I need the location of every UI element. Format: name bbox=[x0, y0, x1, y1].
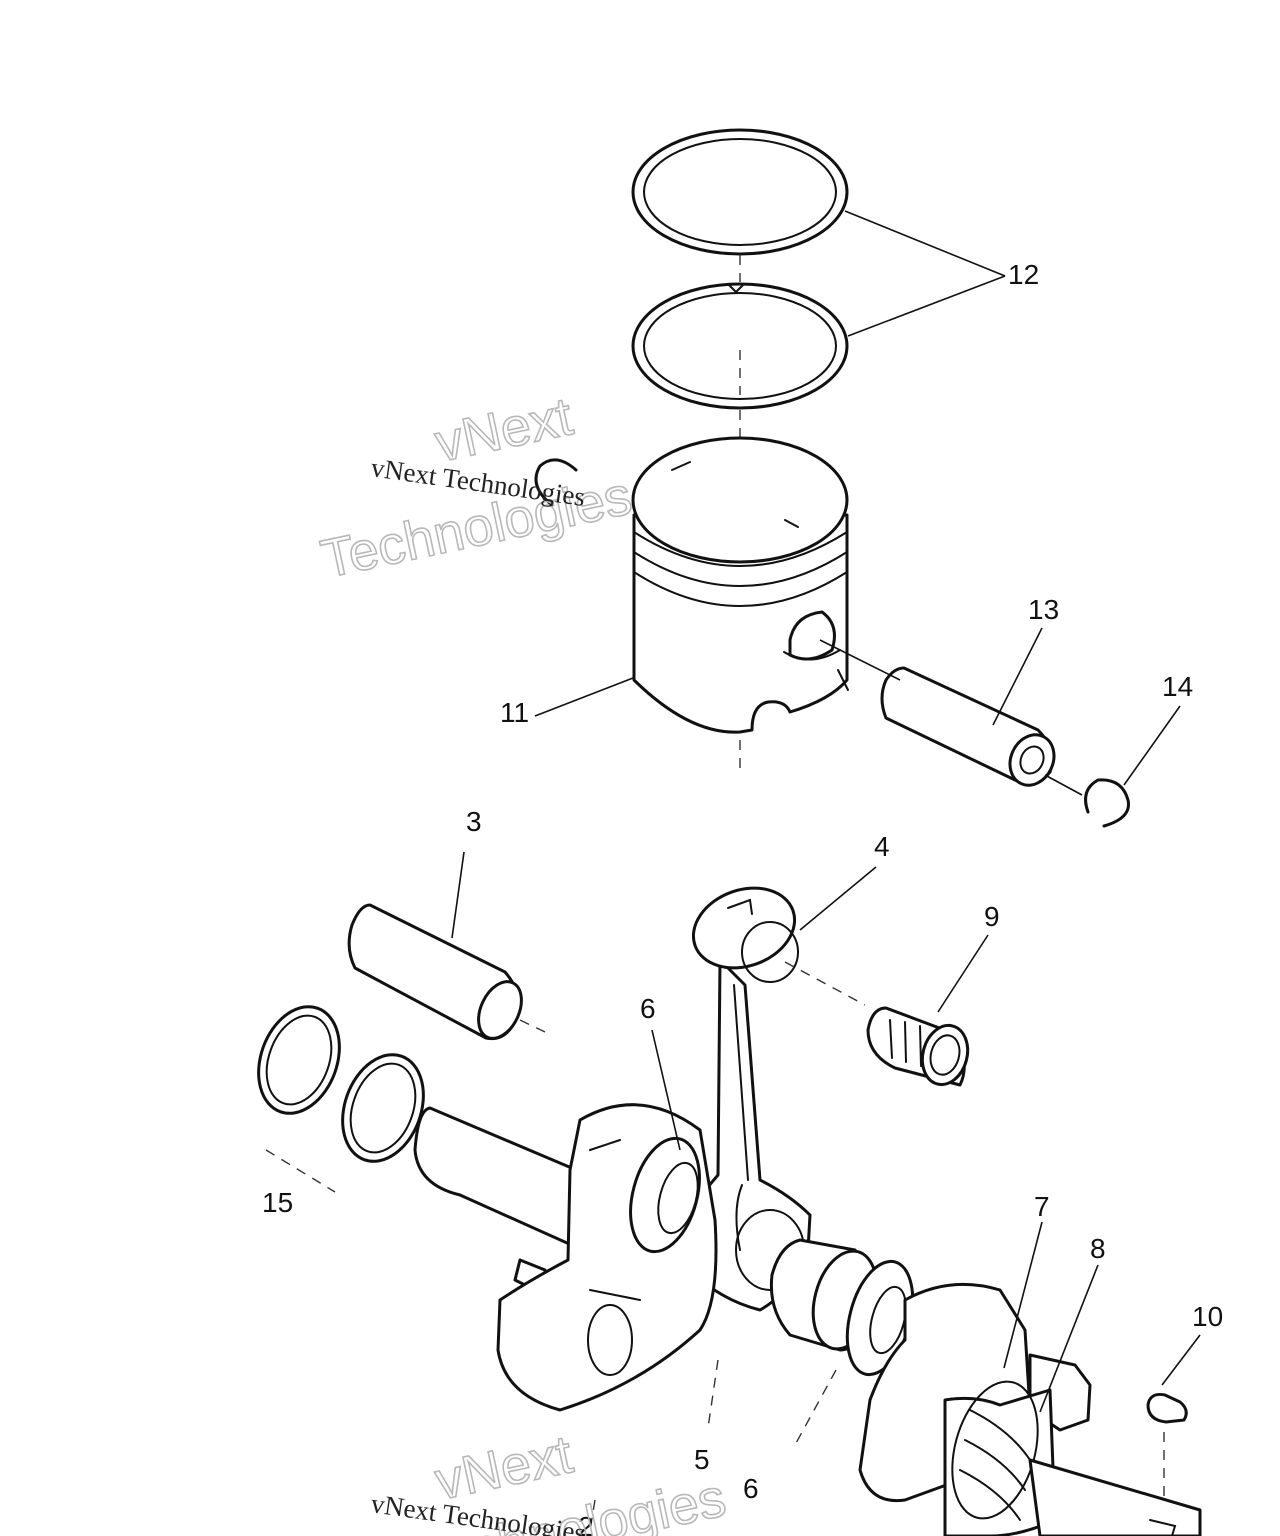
callout-8: 8 bbox=[1090, 1233, 1106, 1264]
callout-3: 3 bbox=[466, 806, 482, 837]
callout-5: 5 bbox=[694, 1444, 710, 1475]
callout-15: 15 bbox=[262, 1187, 293, 1218]
crank-pin bbox=[347, 903, 546, 1041]
thrust-washer-left bbox=[257, 1005, 341, 1115]
callout-12: 12 bbox=[1008, 259, 1039, 290]
circlip-left bbox=[534, 458, 578, 507]
callout-2: 2 bbox=[578, 1511, 594, 1536]
piston-pin bbox=[819, 639, 1056, 787]
callout-4: 4 bbox=[874, 831, 890, 862]
watermark-bottom: vNext Technologies vNext Technologies bbox=[369, 1424, 731, 1536]
crankshaft-washer-left bbox=[629, 1136, 701, 1254]
needle-bearing-small-end bbox=[866, 1006, 970, 1087]
piston bbox=[631, 436, 849, 734]
leader-lines bbox=[265, 210, 1201, 1531]
watermark-top: vNext Technologies vNext Technologies bbox=[315, 386, 637, 591]
circlip-right bbox=[1044, 774, 1130, 828]
callout-10: 10 bbox=[1192, 1301, 1223, 1332]
piston-ring-top bbox=[631, 128, 849, 256]
callout-13: 13 bbox=[1028, 594, 1059, 625]
callout-11: 11 bbox=[500, 697, 529, 728]
woodruff-key bbox=[1146, 1393, 1188, 1500]
piston-ring-second bbox=[631, 282, 849, 410]
callout-6-left: 6 bbox=[640, 993, 656, 1024]
callout-7: 7 bbox=[1034, 1191, 1050, 1222]
callout-9: 9 bbox=[984, 901, 1000, 932]
callout-6-bottom: 6 bbox=[743, 1473, 759, 1504]
callout-14: 14 bbox=[1162, 671, 1193, 702]
